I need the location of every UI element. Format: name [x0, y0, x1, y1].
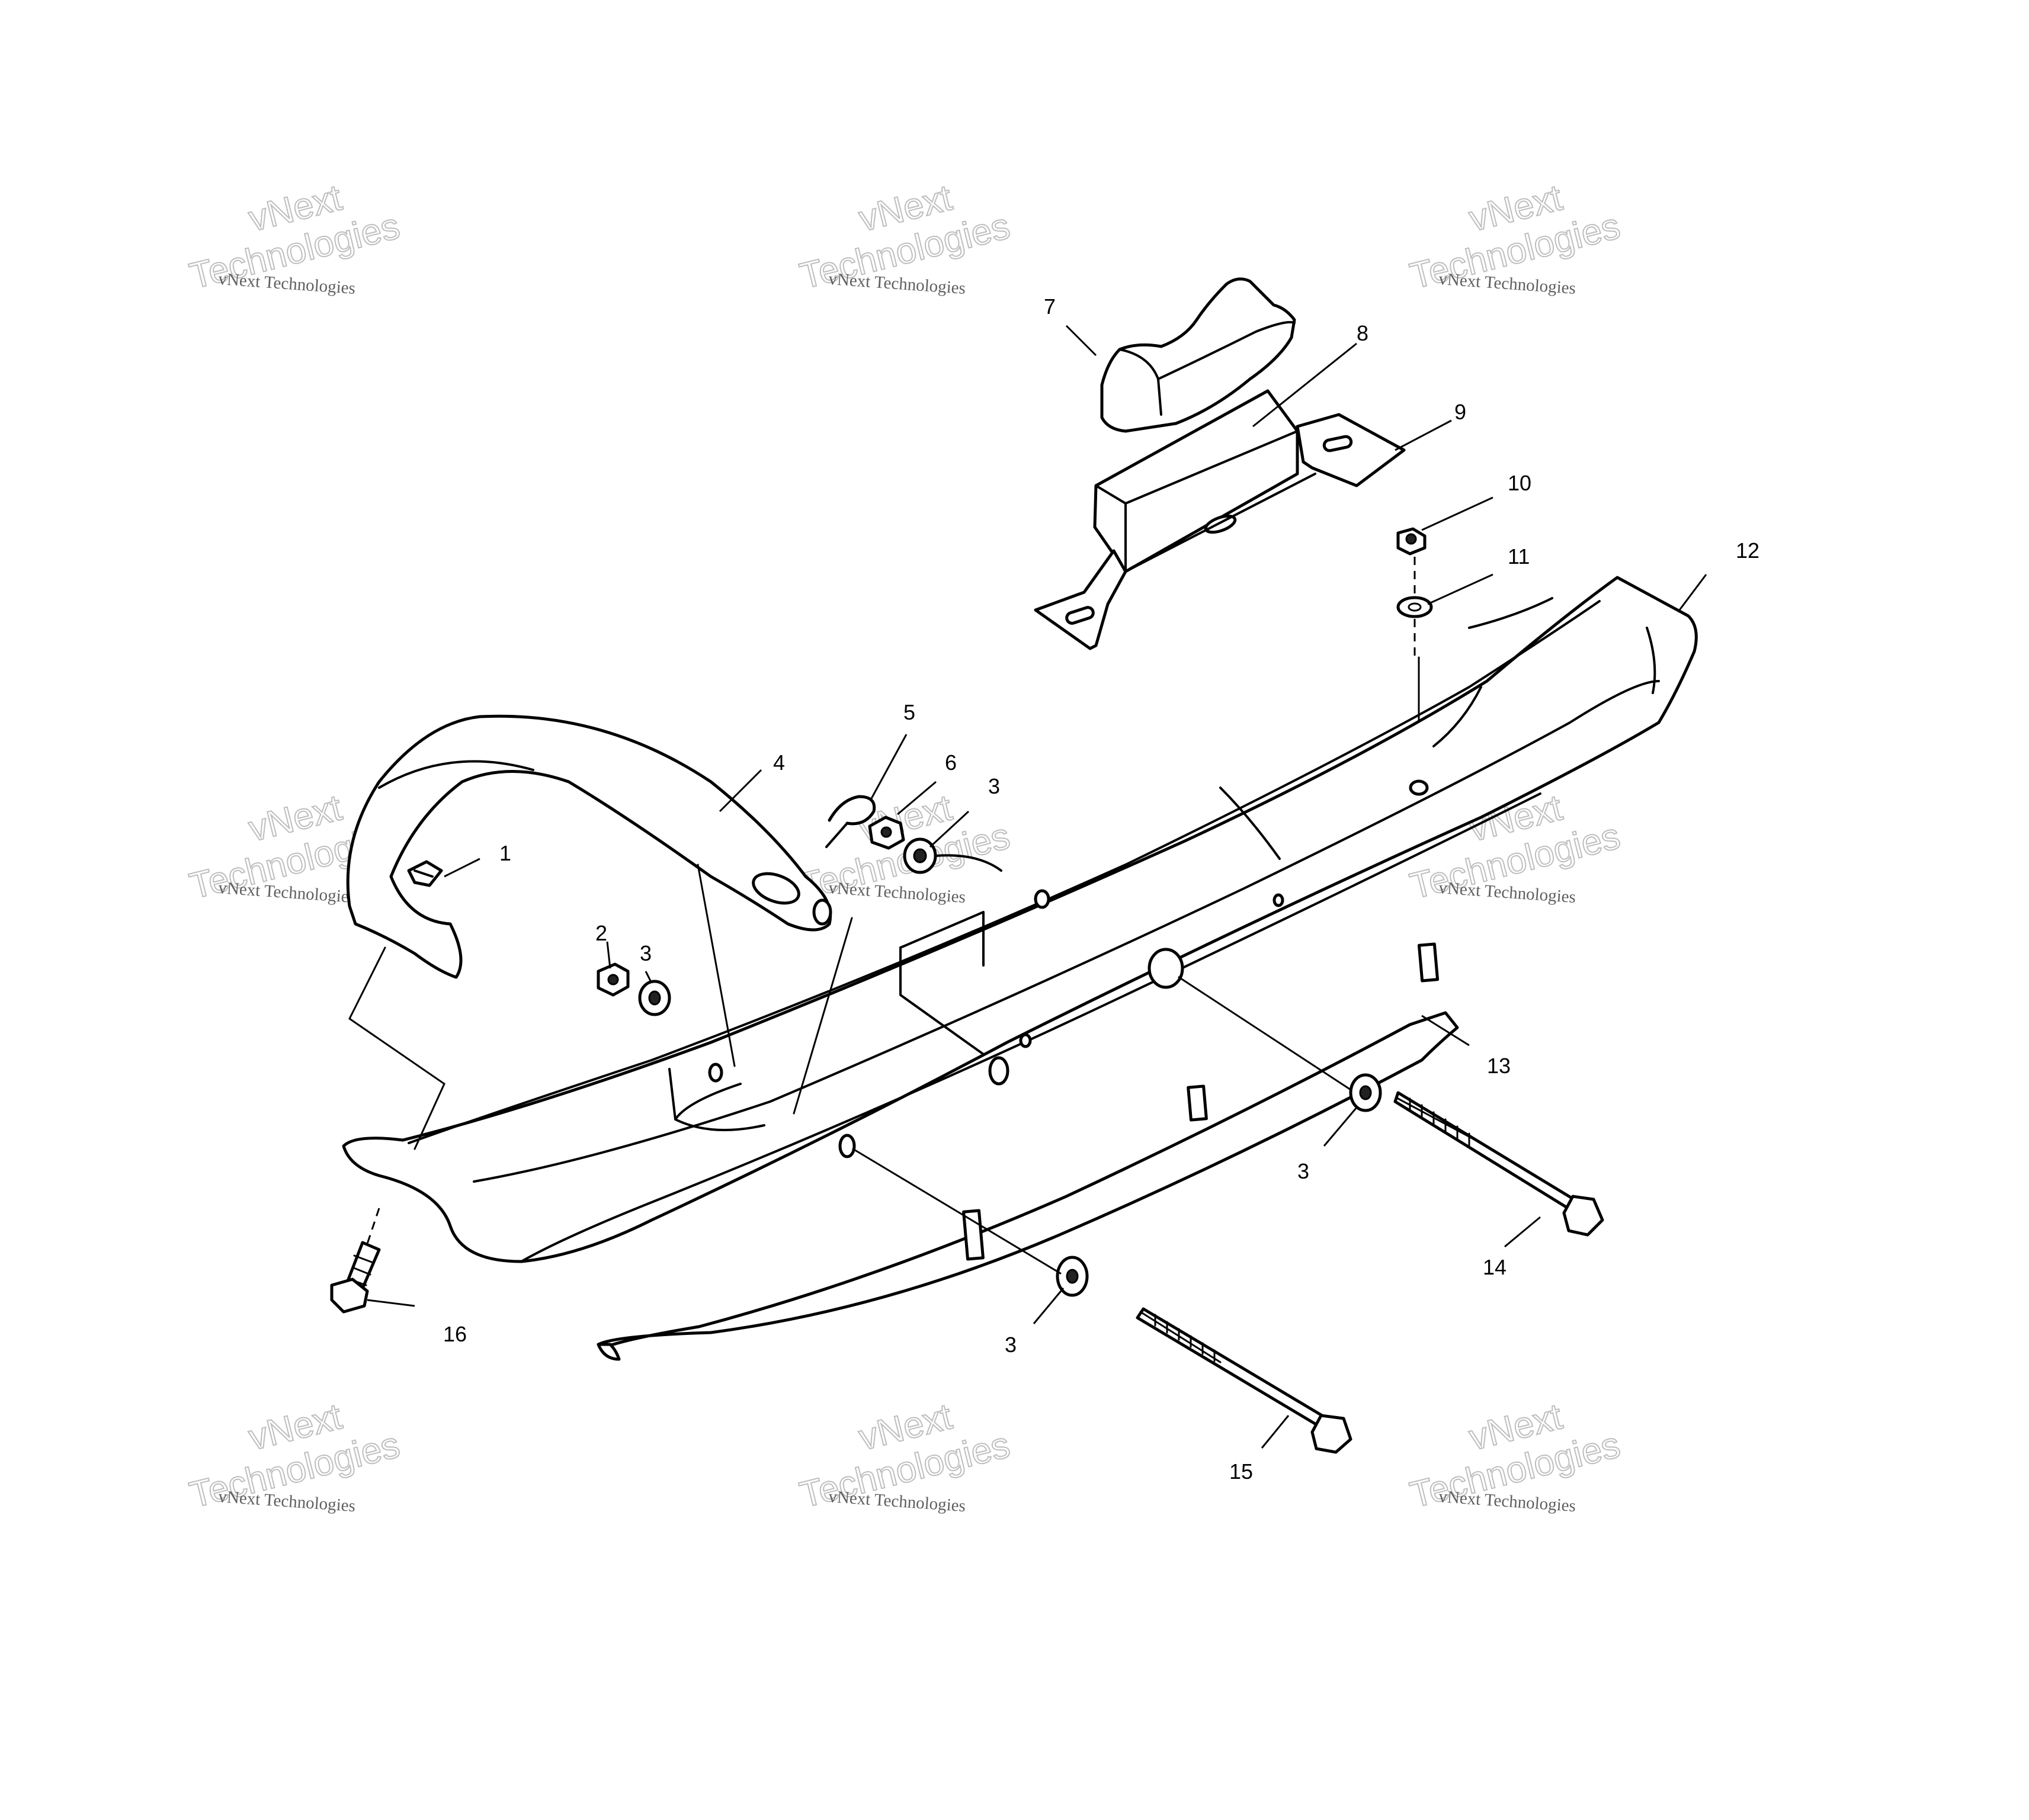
part-washer-3-upper	[903, 837, 937, 874]
callout-4: 4	[773, 750, 785, 775]
assembly-axis-line	[348, 946, 445, 1150]
part-nut-10	[1396, 527, 1427, 556]
watermark-text: vNext Technologies	[828, 878, 966, 907]
assembly-axis-line	[1178, 976, 1352, 1091]
part-washer-3-right	[1349, 1073, 1382, 1112]
callout-3-right: 3	[1297, 1159, 1309, 1183]
part-washer-3-left	[638, 980, 671, 1016]
part-handle-loop	[346, 714, 832, 979]
part-washer-11	[1396, 596, 1433, 618]
part-nut-2	[597, 962, 630, 997]
callout-7: 7	[1044, 294, 1056, 319]
watermark-text: vNext Technologies	[1438, 269, 1576, 298]
watermark-text: vNext Technologies	[218, 269, 356, 298]
callout-16: 16	[443, 1322, 467, 1346]
assembly-axis-line	[852, 1148, 1062, 1275]
callout-9: 9	[1454, 400, 1466, 424]
callout-15: 15	[1229, 1459, 1253, 1484]
watermark-text: vNext Technologies	[218, 878, 356, 907]
watermark-text: vNext Technologies	[828, 1487, 966, 1516]
part-bolt-15	[1136, 1307, 1352, 1454]
part-washer-3-bottom	[1056, 1256, 1089, 1297]
part-cushion	[1100, 277, 1296, 433]
assembly-axis-line	[793, 917, 853, 1115]
part-wear-bar	[597, 942, 1459, 1361]
part-saddle	[1093, 389, 1299, 573]
part-clip-1	[407, 860, 443, 887]
callout-3-bottom: 3	[1005, 1333, 1017, 1357]
callout-13: 13	[1487, 1054, 1511, 1078]
part-cotter-pin	[825, 795, 876, 848]
callout-3-left: 3	[640, 941, 652, 965]
part-nut-6	[868, 816, 905, 850]
watermark-top-right: vNext Technologies	[1406, 176, 1625, 297]
watermark-text: vNext Technologies	[1438, 878, 1576, 907]
callout-5: 5	[903, 700, 915, 724]
callout-10: 10	[1508, 471, 1531, 495]
callout-6: 6	[945, 750, 957, 775]
callout-2: 2	[595, 921, 607, 945]
assembly-axis-line	[366, 1208, 380, 1244]
watermark-text: vNext Technologies	[1438, 1487, 1576, 1516]
assembly-axis-line	[697, 864, 736, 1067]
callout-3-upper: 3	[988, 774, 1000, 798]
part-bolt-14	[1393, 1091, 1604, 1237]
watermark-text: vNext Technologies	[218, 1487, 356, 1516]
watermark-text: vNext Technologies	[828, 269, 966, 298]
callout-14: 14	[1483, 1255, 1506, 1279]
callout-1: 1	[499, 841, 511, 865]
part-ski-body	[342, 576, 1698, 1263]
callout-8: 8	[1357, 321, 1368, 345]
part-bolt-16	[330, 1241, 381, 1314]
part-mounting-plate	[1034, 413, 1406, 650]
assembly-axis-line	[935, 854, 1002, 872]
callout-leaders	[367, 325, 1707, 1449]
callout-12: 12	[1736, 538, 1759, 563]
callout-11: 11	[1508, 544, 1530, 569]
